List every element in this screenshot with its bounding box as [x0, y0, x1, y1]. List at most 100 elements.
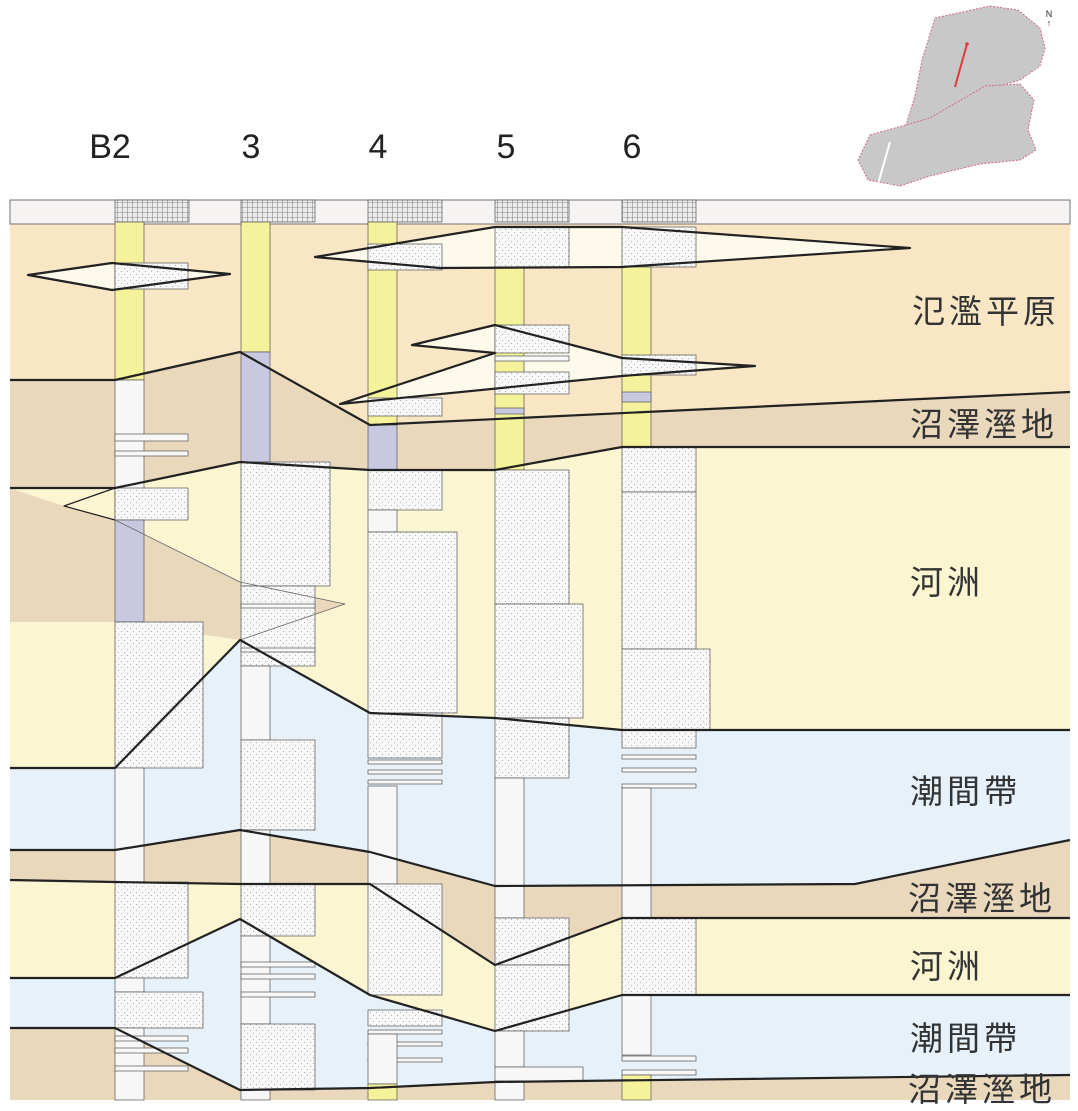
silt-segment [367, 1033, 398, 1085]
lens-upper-right-outline [313, 225, 912, 270]
thin-sand [494, 1066, 584, 1082]
silt-segment [621, 994, 652, 1056]
thin-sand [621, 783, 697, 789]
peat-segment [621, 391, 652, 403]
north-arrow-icon: N ↑ [1042, 10, 1056, 28]
borehole-3 [240, 199, 331, 1101]
boreholes [114, 199, 711, 1101]
sand-segment [621, 917, 697, 996]
thin-sand [240, 991, 316, 998]
well-label-3: 3 [241, 128, 261, 166]
thin-sand [240, 973, 316, 980]
clay-segment [114, 221, 145, 381]
thin-sand [240, 961, 316, 968]
lens-b2-outline [26, 261, 232, 292]
sand-segment [367, 1009, 443, 1027]
silt-segment [114, 767, 145, 883]
lens-middle-outline [338, 323, 757, 406]
sand-segment [367, 469, 443, 511]
unit-label-delta-lower: 河洲 [910, 947, 984, 986]
thin-sand [367, 769, 443, 775]
sand-segment [367, 883, 443, 996]
unit-label-intertidal-lower: 潮間帶 [910, 1019, 1021, 1058]
wedge-lower-edge [114, 519, 346, 641]
thin-sand [114, 1047, 189, 1054]
thin-sand [621, 767, 697, 773]
thin-sand [114, 433, 189, 442]
unit-label-swamp-middle: 沼澤溼地 [908, 879, 1056, 918]
sand-segment [621, 226, 697, 268]
sand-segment [367, 531, 458, 714]
well-label-4: 4 [368, 128, 388, 166]
sand-segment [114, 487, 189, 521]
thin-sand [114, 450, 189, 457]
north-arrow-glyph: ↑ [1046, 18, 1052, 28]
swamp-lower-band [10, 1028, 1070, 1100]
sand-segment [240, 585, 316, 667]
sand-segment [621, 648, 711, 731]
thin-sand [621, 1069, 697, 1076]
clay-segment [240, 221, 271, 353]
sand-segment [114, 991, 204, 1029]
sand-segment [621, 491, 697, 650]
thin-sand [621, 754, 697, 760]
clay-segment [621, 1074, 652, 1101]
peat-segment [494, 407, 525, 415]
borehole-6 [621, 199, 711, 1101]
fill-cap [240, 199, 316, 223]
boundary-floodplain-base [10, 350, 1071, 427]
well-label-5: 5 [496, 128, 516, 166]
silt-segment [240, 1089, 271, 1101]
unit-label-swamp-upper: 沼澤溼地 [910, 405, 1058, 444]
sand-segment [621, 446, 697, 493]
thin-sand [240, 603, 316, 609]
silt-segment [494, 1030, 525, 1068]
unit-label-swamp-lower: 沼澤溼地 [908, 1070, 1056, 1109]
fill-cap [621, 199, 697, 223]
lens-middle [340, 325, 755, 404]
boundary-intertidal-base [10, 828, 1071, 888]
silt-segment [494, 1080, 525, 1101]
boundary-swamp-middle-base [9, 878, 1070, 967]
sand-segment [240, 739, 316, 831]
fill-cap [494, 199, 570, 223]
boundary-intertidal-lower-base [10, 1026, 1071, 1092]
sand-segment [367, 712, 443, 759]
sand-segment [240, 461, 331, 587]
silt-segment [240, 935, 271, 1025]
wedge-upper-edge [63, 487, 116, 521]
silt-segment [240, 829, 271, 885]
thin-sand [621, 1055, 697, 1062]
peat-segment [114, 519, 145, 623]
silt-segment [367, 509, 398, 533]
section-trace-start [965, 42, 969, 46]
swamp-upper-band [10, 352, 1070, 488]
sand-segment [494, 603, 584, 719]
sand-segment [494, 469, 570, 605]
silt-segment [367, 785, 398, 885]
location-inset-map [857, 5, 1046, 187]
swamp-middle-band [10, 830, 1070, 965]
north-label: N [1045, 9, 1053, 19]
floodplain-band [10, 224, 1070, 425]
inset-island-south [857, 83, 1037, 187]
sand-segment [494, 371, 570, 395]
correlation-lines [9, 225, 1071, 1092]
sand-segment [114, 881, 189, 979]
inset-channel [877, 141, 891, 185]
fill-cap [367, 199, 443, 223]
sand-segment [494, 717, 570, 779]
boundary-delta-base [10, 638, 1070, 770]
thin-sand [367, 1029, 443, 1035]
silt-segment [621, 787, 652, 919]
sand-segment [240, 883, 316, 937]
thin-sand [114, 1035, 189, 1042]
boundary-delta-lower-base [10, 917, 1070, 1033]
thin-sand [367, 759, 443, 765]
sand-segment [240, 1023, 316, 1091]
unit-label-intertidal-upper: 潮間帶 [910, 772, 1021, 811]
well-label-6: 6 [622, 128, 642, 166]
silt-segment [240, 665, 271, 741]
unit-label-floodplain: 氾濫平原 [912, 292, 1060, 331]
